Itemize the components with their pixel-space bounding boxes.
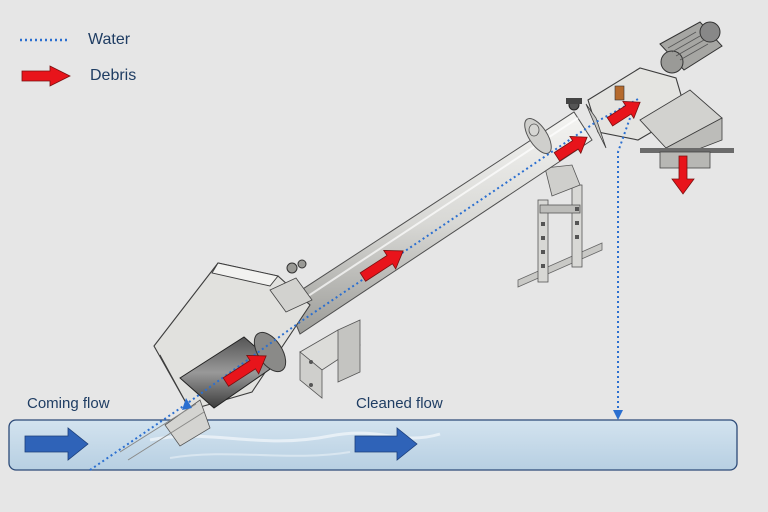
debris-arrows: [222, 101, 695, 387]
cleaned-flow-arrow: [354, 427, 418, 461]
debris-arrow-discharge: [671, 155, 695, 195]
coming-flow-label: Coming flow: [27, 395, 110, 412]
debris-legend-icon: [21, 65, 71, 87]
water-path: [89, 97, 641, 471]
legend: [20, 38, 71, 87]
debris-arrow-tube-mid: [359, 249, 404, 282]
motor: [659, 21, 723, 74]
water-outlet-arrowhead: [613, 410, 623, 420]
coming-flow-arrow: [24, 427, 89, 461]
legend-water-label: Water: [88, 31, 131, 48]
debris-arrow-tube-top: [553, 136, 588, 162]
inlet-chute: [119, 399, 211, 461]
screen-drum-housing: [153, 259, 313, 429]
front-support-bracket: [299, 319, 361, 399]
legend-debris-label: Debris: [90, 67, 137, 84]
discharge-head: [566, 67, 723, 161]
debris-arrow-head: [606, 101, 641, 127]
rear-support-stand: [517, 164, 603, 288]
debris-arrow-drum: [222, 354, 267, 387]
water-inlet-arrowhead: [182, 398, 192, 410]
cleaned-flow-label: Cleaned flow: [356, 395, 443, 412]
